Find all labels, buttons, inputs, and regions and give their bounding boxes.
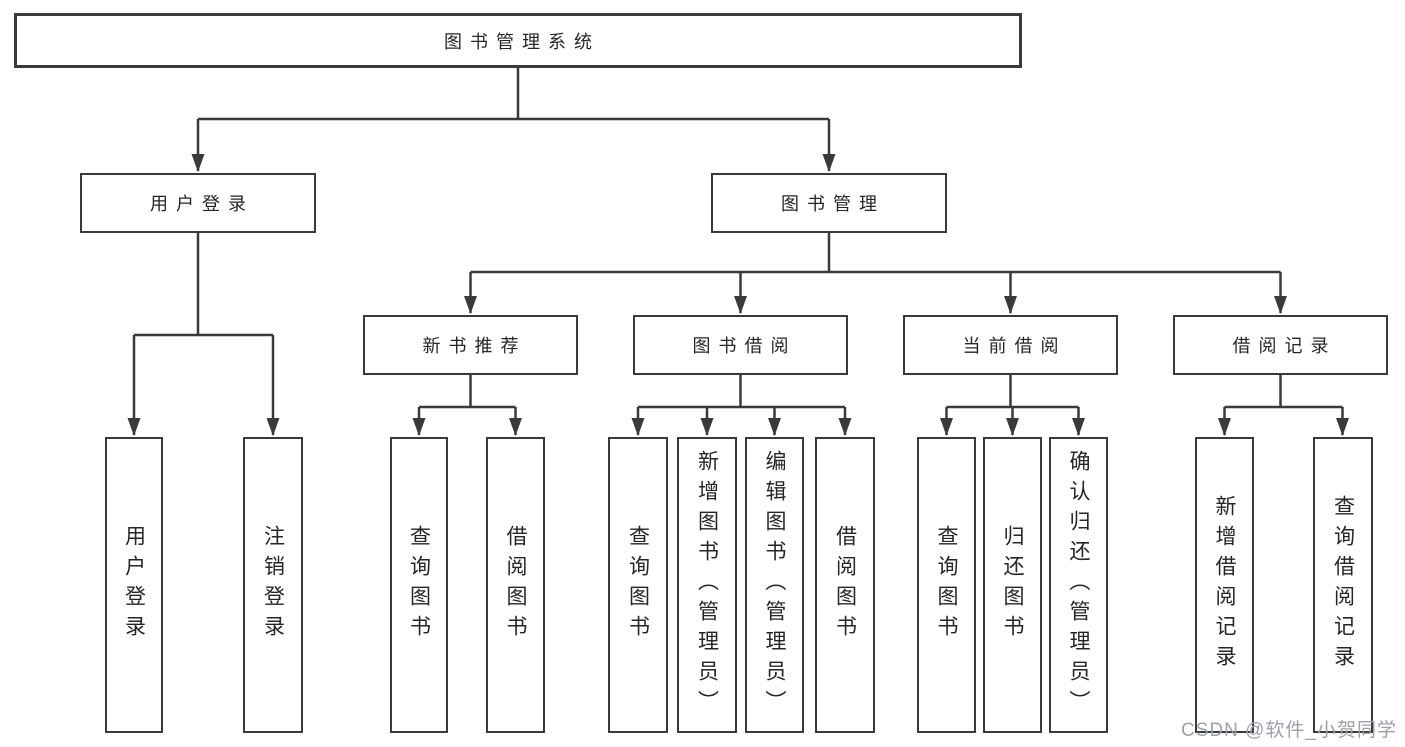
node-label: 借阅图书 [833,525,857,645]
connector-borrow-record-children [1218,375,1349,436]
node-new-book-recommend: 新书推荐 [363,315,578,375]
node-label: 新增借阅记录 [1213,495,1236,675]
node-label: 查询图书 [626,525,650,645]
node-book-borrow: 图书借阅 [633,315,848,375]
node-label: 确认归还（管理员） [1067,450,1090,720]
leaf-logout: 注销登录 [243,437,303,733]
node-label: 借阅记录 [1232,336,1337,356]
connector-book-borrow-children [631,375,852,436]
connector-user-login-children [127,233,280,436]
connector-root-to-level2 [191,68,836,172]
node-label: 图书管理系统 [444,31,600,52]
leaf-borrow-books: 借阅图书 [815,437,875,733]
node-label: 新增图书（管理员） [695,450,719,720]
leaf-query-books: 查询图书 [390,437,448,733]
leaf-user-login: 用户登录 [105,437,163,733]
leaf-add-books-admin: 新增图书（管理员） [677,437,737,733]
leaf-query-borrow-record: 查询借阅记录 [1313,437,1373,733]
node-label: 新书推荐 [422,336,527,356]
node-label: 图书借阅 [692,336,797,356]
connector-current-borrow-children [940,375,1085,436]
node-label: 图书管理 [781,194,885,214]
leaf-query-books: 查询图书 [917,437,976,733]
leaf-edit-books-admin: 编辑图书（管理员） [745,437,804,733]
leaf-return-books: 归还图书 [983,437,1042,733]
node-label: 归还图书 [1001,525,1024,645]
watermark: CSDN @软件_小贺同学 [1181,720,1397,741]
node-current-borrow: 当前借阅 [903,315,1118,375]
leaf-add-borrow-record: 新增借阅记录 [1195,437,1254,733]
leaf-borrow-books: 借阅图书 [486,437,545,733]
node-book-management: 图书管理 [711,173,947,233]
node-label: 借阅图书 [504,525,527,645]
node-label: 查询图书 [935,525,958,645]
node-label: 编辑图书（管理员） [763,450,786,720]
node-user-login: 用户登录 [80,173,316,233]
node-label: 用户登录 [122,525,146,645]
leaf-confirm-return-admin: 确认归还（管理员） [1049,437,1108,733]
leaf-query-books: 查询图书 [608,437,668,733]
node-label: 查询图书 [407,525,431,645]
node-borrow-record: 借阅记录 [1173,315,1388,375]
node-label: 用户登录 [150,194,254,214]
connector-book-mgmt-to-modules [464,233,1287,314]
connector-new-book-children [412,375,522,436]
node-label: 当前借阅 [962,336,1067,356]
node-label: 注销登录 [261,525,285,645]
node-library-management-system: 图书管理系统 [14,13,1022,68]
node-label: 查询借阅记录 [1331,495,1355,675]
